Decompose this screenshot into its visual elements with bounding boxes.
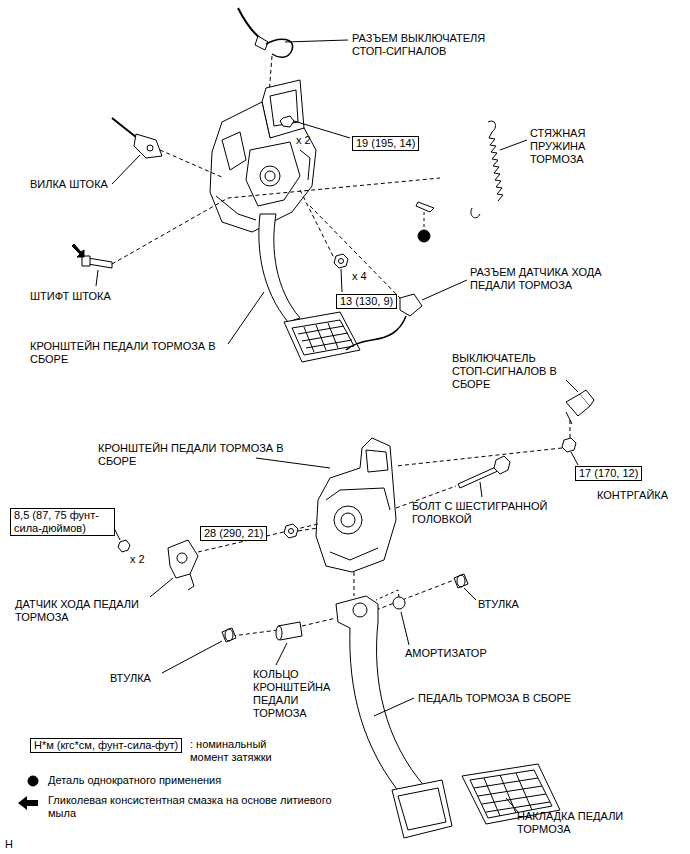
part-label: ШТИФТ ШТОКА — [30, 290, 111, 303]
torque-box: 13 (130, 9) — [336, 294, 397, 309]
legend-text: Гликолевая консистентная смазка на основ… — [48, 794, 338, 820]
part-label: ВТУЛКА — [478, 598, 519, 611]
part-label: ВЫКЛЮЧАТЕЛЬ СТОП-СИГНАЛОВ В СБОРЕ — [452, 352, 572, 391]
part-label: ПЕДАЛЬ ТОРМОЗА В СБОРЕ — [418, 692, 571, 705]
legend-text: : номинальный момент затяжки — [190, 738, 302, 764]
part-label: КРОНШТЕЙН ПЕДАЛИ ТОРМОЗА В СБОРЕ — [30, 340, 255, 366]
part-label: ДАТЧИК ХОДА ПЕДАЛИ ТОРМОЗА — [15, 598, 190, 624]
quantity-mark: x 2 — [130, 553, 145, 566]
torque-box: 28 (290, 21) — [200, 526, 267, 541]
torque-value: 13 (130, 9) — [340, 295, 393, 308]
quantity-mark: x 4 — [352, 270, 367, 283]
part-label: БОЛТ С ШЕСТИГРАННОЙ ГОЛОВКОЙ — [412, 500, 557, 526]
torque-box: Н*м (кгс*см, фунт-сила-фут) — [30, 738, 182, 753]
part-label: АМОРТИЗАТОР — [405, 647, 487, 660]
torque-box: 8,5 (87, 75 фунт-сила-дюймов) — [10, 508, 115, 536]
torque-value: 28 (290, 21) — [204, 527, 263, 540]
torque-value: Н*м (кгс*см, фунт-сила-фут) — [34, 739, 178, 752]
part-label: КОЛЬЦО КРОНШТЕЙНА ПЕДАЛИ ТОРМОЗА — [253, 668, 338, 720]
part-label: H — [5, 838, 13, 851]
legend-text: Деталь однократного применения — [48, 774, 221, 787]
part-label: РАЗЪЕМ ВЫКЛЮЧАТЕЛЯ СТОП-СИГНАЛОВ — [352, 32, 522, 58]
part-label: КОНТРГАЙКА — [597, 489, 668, 502]
torque-value: 8,5 (87, 75 фунт-сила-дюймов) — [14, 509, 111, 535]
torque-box: 19 (195, 14) — [352, 136, 419, 151]
part-label: КРОНШТЕЙН ПЕДАЛИ ТОРМОЗА В СБОРЕ — [98, 442, 308, 468]
torque-value: 19 (195, 14) — [356, 137, 415, 150]
part-label: ВТУЛКА — [110, 672, 151, 685]
part-label: РАЗЪЕМ ДАТЧИКА ХОДА ПЕДАЛИ ТОРМОЗА — [470, 266, 620, 292]
torque-box: 17 (170, 12) — [575, 466, 642, 481]
part-label: СТЯЖНАЯ ПРУЖИНА ТОРМОЗА — [530, 127, 610, 166]
part-label: НАКЛАДКА ПЕДАЛИ ТОРМОЗА — [517, 810, 667, 836]
part-label: ВИЛКА ШТОКА — [30, 178, 108, 191]
quantity-mark: x 2 — [296, 134, 311, 147]
torque-value: 17 (170, 12) — [579, 467, 638, 480]
